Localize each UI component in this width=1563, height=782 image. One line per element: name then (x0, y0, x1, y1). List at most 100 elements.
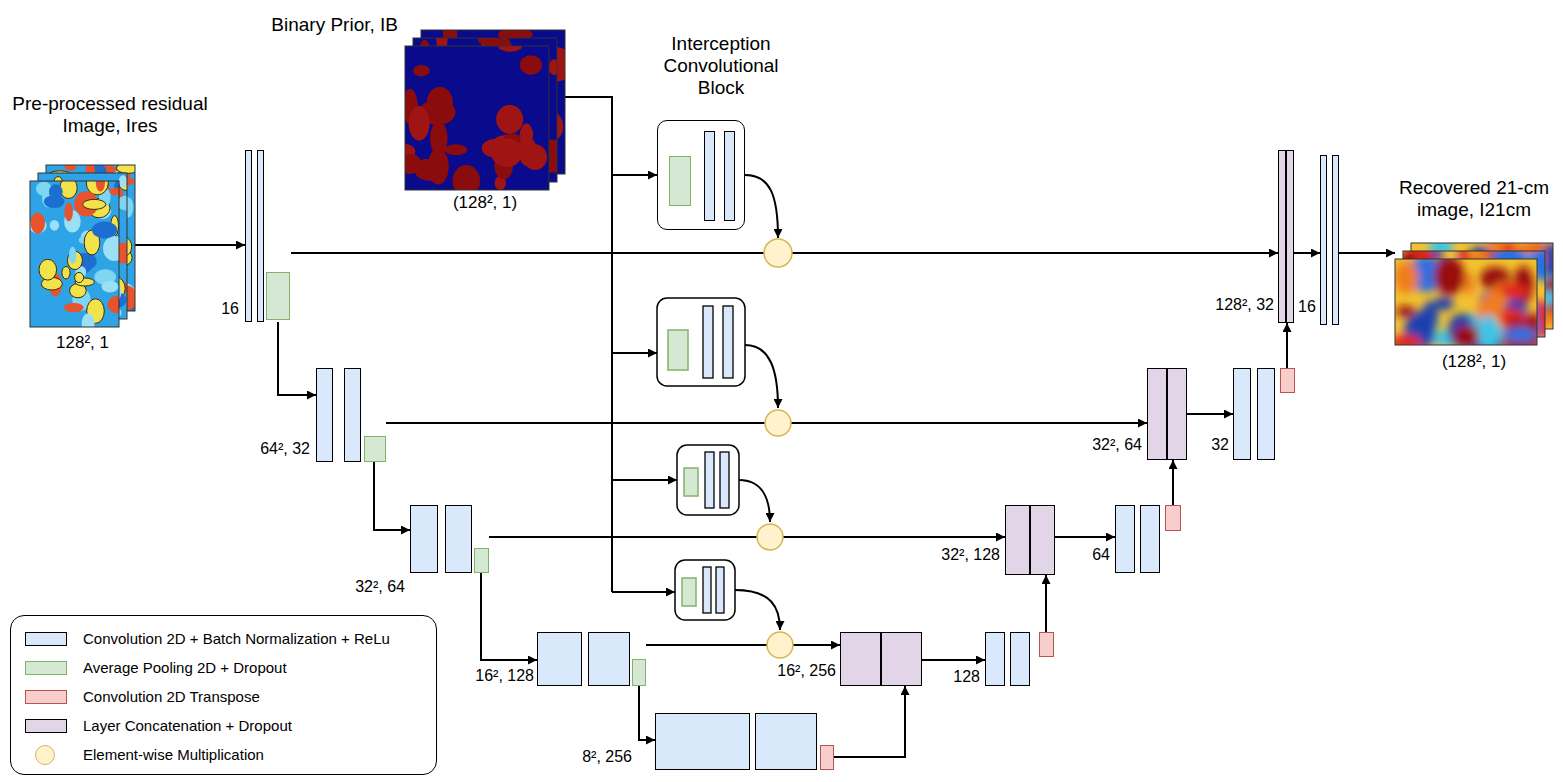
dimension-label: 32², 64 (355, 578, 405, 596)
texture-blob (444, 144, 467, 155)
texture-blob (92, 222, 117, 239)
conv-box (985, 632, 1005, 686)
data-flow-arrow (1339, 252, 1395, 254)
conv-box (344, 368, 361, 462)
data-flow-arrow (1294, 252, 1320, 254)
texture-blob (64, 303, 84, 312)
texture-blob (496, 105, 523, 134)
layer-block: 16 (1320, 155, 1339, 325)
dimension-label: Binary Prior, IB (271, 14, 398, 36)
conv-box (704, 131, 715, 221)
transpose-box (1280, 368, 1295, 393)
concat-box (881, 632, 922, 686)
image-stack: Pre-processed residual Image, Ires128², … (30, 165, 135, 327)
texture-blob (108, 296, 119, 313)
layer-block: 64 (1115, 505, 1181, 573)
data-flow-arrow (489, 536, 1005, 538)
branch-line (611, 175, 613, 592)
texture-blob (102, 281, 119, 293)
data-flow-arrow (278, 322, 316, 395)
texture-blob (116, 165, 135, 173)
dimension-label: 128², 1 (56, 333, 109, 353)
data-flow-arrow (374, 462, 410, 530)
title-text: Interception Convolutional Block (646, 33, 796, 99)
concat-box (1147, 368, 1167, 460)
image-border (30, 181, 119, 327)
texture-blob (1396, 306, 1415, 318)
texture-blob (65, 203, 73, 222)
data-flow-arrow (1172, 460, 1174, 505)
legend-circle-swatch (35, 745, 55, 765)
blob-group (1395, 259, 1537, 345)
legend-text: Average Pooling 2D + Dropout (83, 659, 287, 676)
layer-block: 32 (1233, 368, 1295, 460)
conv-box (724, 131, 735, 221)
texture-blob (1395, 261, 1418, 294)
layer-block: 32², 64 (1147, 368, 1187, 460)
image-ground (405, 46, 549, 190)
layer-block: 32², 64 (410, 505, 489, 573)
data-flow-arrow (1045, 575, 1047, 632)
texture-blob (83, 199, 106, 209)
concat-box (840, 632, 881, 686)
interception-block (675, 560, 735, 620)
legend-swatch (25, 690, 67, 704)
legend-swatch (25, 661, 67, 675)
texture-blob (62, 267, 70, 279)
data-flow-arrow (481, 573, 537, 660)
image-border (405, 46, 549, 190)
dimension-label: 64², 32 (260, 440, 310, 458)
concat-box (1167, 368, 1187, 460)
concat-box (1286, 150, 1294, 323)
conv-box (1010, 632, 1030, 686)
layer-block: 16², 256 (840, 632, 922, 686)
texture-blob (549, 59, 557, 75)
texture-blob (96, 181, 105, 192)
conv-box (755, 713, 817, 770)
dimension-label: 16 (221, 300, 239, 318)
branch-line (612, 591, 675, 593)
data-flow-arrow (1286, 323, 1288, 368)
legend-text: Layer Concatenation + Dropout (83, 717, 292, 734)
legend-row: Average Pooling 2D + Dropout (25, 657, 425, 681)
dimension-label: (128², 1) (453, 193, 517, 213)
texture-blob (1395, 335, 1422, 346)
pooling-box (632, 659, 646, 686)
conv-box (245, 150, 252, 322)
dimension-label: 32², 128 (941, 546, 1000, 564)
image-stacks (27, 21, 1563, 359)
data-flow-arrow (646, 644, 840, 646)
dimension-label: 64 (1092, 546, 1110, 564)
title-text: Pre-processed residual Image, Ires (10, 93, 210, 137)
texture-blob (103, 236, 119, 261)
transpose-box (820, 745, 834, 770)
texture-blob (82, 313, 95, 327)
pooling-box (474, 548, 489, 573)
multiply-circle (757, 239, 793, 658)
texture-blob (1486, 288, 1505, 317)
texture-blob (409, 106, 430, 141)
texture-blob (75, 272, 84, 282)
dimension-label: 128², 32 (1215, 296, 1274, 314)
legend-text: Convolution 2D Transpose (83, 688, 260, 705)
interception-block: Interception Convolutional Block (657, 120, 745, 230)
image-stack: Recovered 21-cm image, I21cm(128², 1) (1395, 243, 1553, 345)
concat-box (1005, 505, 1030, 575)
image-texture (30, 181, 119, 327)
texture-blob (498, 46, 522, 52)
transpose-box (1039, 632, 1054, 657)
texture-blob (453, 165, 481, 190)
transpose-box (1165, 505, 1181, 531)
legend-swatch (25, 719, 67, 733)
texture-blob (69, 247, 76, 264)
conv-box (655, 713, 750, 770)
dimension-label: 128 (953, 668, 980, 686)
layer-block: 64², 32 (316, 368, 386, 462)
interception-block (657, 298, 745, 386)
dimension-label: 16², 256 (777, 662, 836, 680)
dimension-label: (128², 1) (1442, 352, 1506, 372)
texture-blob (1503, 327, 1537, 342)
legend-row: Convolution 2D + Batch Normalization + R… (25, 628, 425, 652)
conv-box (1233, 368, 1251, 460)
image-texture (1395, 259, 1537, 345)
